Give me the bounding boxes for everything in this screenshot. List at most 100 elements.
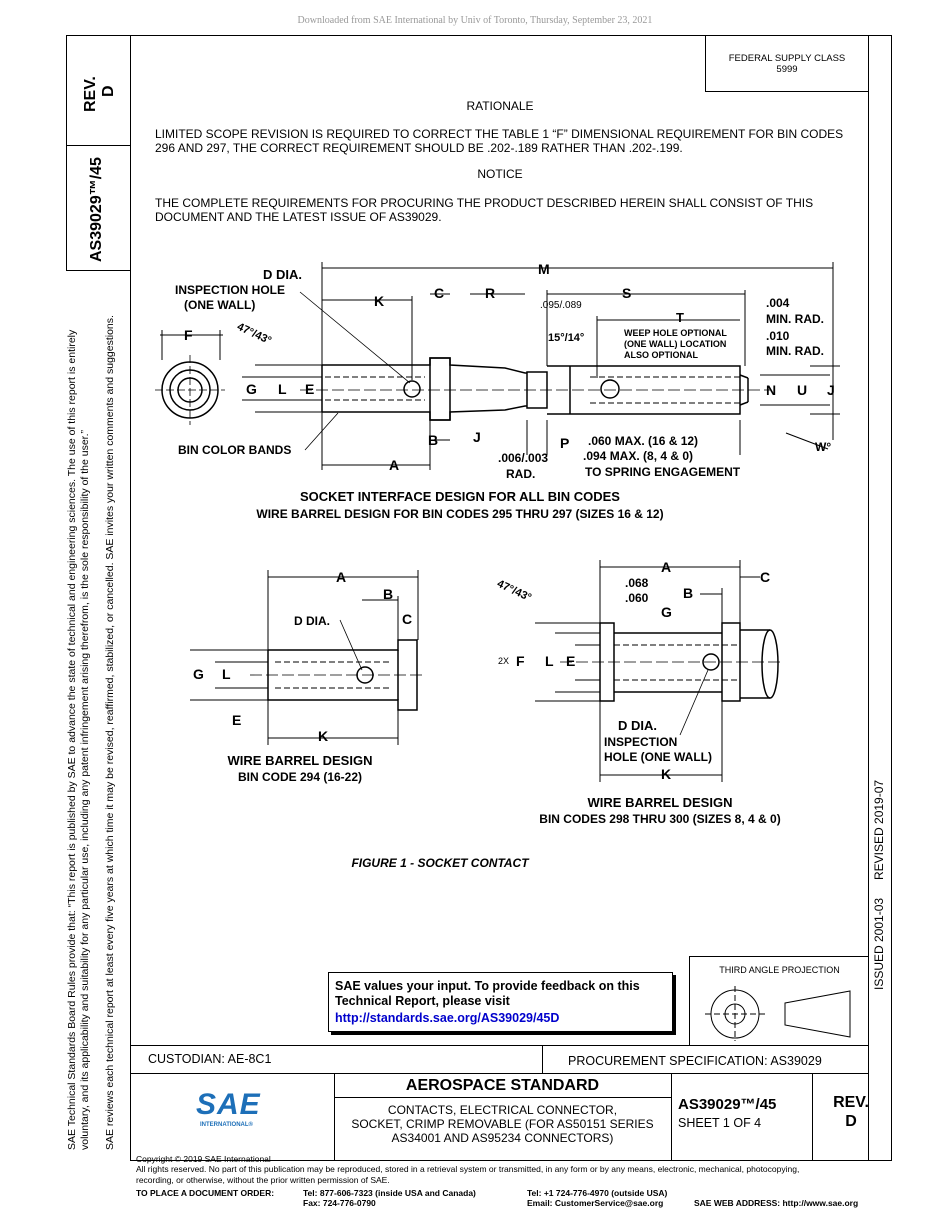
label-max1: .060 MAX. (16 & 12)	[588, 434, 699, 448]
br-label-2x: 2X	[498, 656, 510, 666]
br-label-insp2: HOLE (ONE WALL)	[604, 750, 712, 764]
br-label-insp1: INSPECTION	[604, 735, 678, 749]
feedback-text: SAE values your input. To provide feedba…	[335, 979, 640, 1008]
bl-label-c: C	[402, 611, 413, 627]
label-c: C	[434, 285, 445, 301]
label-j2: J	[473, 429, 481, 445]
br-label-d-dia: D DIA.	[618, 718, 657, 733]
label-spring: TO SPRING ENGAGEMENT	[585, 465, 741, 479]
footer-copyright: Copyright © 2019 SAE International	[136, 1154, 271, 1164]
bl-caption2: BIN CODE 294 (16-22)	[237, 770, 363, 784]
bl-label-g: G	[193, 666, 204, 682]
doc-title3: AS34001 AND AS95234 CONNECTORS)	[391, 1131, 614, 1145]
label-l: L	[278, 381, 287, 397]
federal-value: 5999	[776, 64, 798, 75]
bl-label-a: A	[336, 569, 347, 585]
title-doc-number: AS39029™/45	[678, 1096, 777, 1113]
label-minrad1: MIN. RAD.	[766, 312, 824, 326]
footer-order-label: TO PLACE A DOCUMENT ORDER:	[136, 1188, 275, 1198]
label-rad004: .004	[766, 296, 790, 310]
label-gap: .095/.089	[540, 300, 582, 311]
title-rev-value: D	[845, 1113, 857, 1130]
bl-label-k: K	[318, 728, 329, 744]
label-rad010: .010	[766, 329, 790, 343]
br-caption1: WIRE BARREL DESIGN	[587, 795, 733, 810]
notice-heading: NOTICE	[477, 167, 523, 181]
bl-caption1: WIRE BARREL DESIGN	[227, 753, 373, 768]
label-s: S	[622, 285, 632, 301]
label-inspection2: (ONE WALL)	[184, 298, 256, 312]
label-n: N	[766, 382, 777, 398]
br-label-k: K	[661, 766, 672, 782]
footer-rights2: recording, or otherwise, without the pri…	[136, 1175, 390, 1185]
br-label-l: L	[545, 653, 554, 669]
footer-web: SAE WEB ADDRESS: http://www.sae.org	[694, 1198, 859, 1208]
standard-type: AEROSPACE STANDARD	[405, 1077, 600, 1094]
title-rev-label: REV.	[833, 1094, 869, 1111]
label-f: F	[184, 327, 193, 343]
third-angle-label: THIRD ANGLE PROJECTION	[719, 965, 840, 975]
bl-label-e: E	[232, 712, 242, 728]
federal-supply-box: FEDERAL SUPPLY CLASS 5999	[705, 35, 868, 92]
bl-label-d-dia: D DIA.	[294, 614, 330, 628]
label-p: P	[560, 435, 570, 451]
doc-title1: CONTACTS, ELECTRICAL CONNECTOR,	[387, 1103, 618, 1117]
label-weep1: WEEP HOLE OPTIONAL	[624, 328, 727, 338]
top-caption2: WIRE BARREL DESIGN FOR BIN CODES 295 THR…	[256, 507, 664, 521]
br-label-068: .068	[625, 576, 649, 590]
procurement-spec: PROCUREMENT SPECIFICATION: AS39029	[568, 1054, 822, 1068]
br-label-e: E	[566, 653, 576, 669]
third-angle-symbol	[705, 986, 851, 1041]
feedback-box: SAE values your input. To provide feedba…	[328, 972, 673, 1032]
label-a: A	[389, 457, 400, 473]
label-rad: RAD.	[506, 467, 536, 481]
br-label-b: B	[683, 585, 694, 601]
label-taper: 15°/14°	[548, 332, 585, 344]
label-m: M	[538, 261, 550, 277]
third-angle-box: THIRD ANGLE PROJECTION	[689, 956, 869, 1046]
label-weep2: (ONE WALL) LOCATION	[624, 339, 727, 349]
label-rad006: .006/.003	[498, 451, 549, 465]
label-inspection1: INSPECTION HOLE	[175, 283, 286, 297]
label-r: R	[485, 285, 496, 301]
label-minrad2: MIN. RAD.	[766, 344, 824, 358]
footer-fax: Fax: 724-776-0790	[303, 1198, 376, 1208]
br-label-c: C	[760, 569, 771, 585]
label-w: W°	[815, 440, 832, 454]
label-max2: .094 MAX. (8, 4 & 0)	[583, 449, 694, 463]
footer-tel-us: Tel: 877-606-7323 (inside USA and Canada…	[303, 1188, 476, 1198]
federal-label: FEDERAL SUPPLY CLASS	[728, 53, 846, 64]
sae-logo: SAE INTERNATIONAL®	[196, 1088, 276, 1138]
label-weep3: ALSO OPTIONAL	[624, 350, 698, 360]
br-label-g: G	[661, 604, 672, 620]
label-d-dia: D DIA.	[263, 267, 302, 282]
br-label-f: F	[516, 653, 525, 669]
label-g: G	[246, 381, 257, 397]
label-e: E	[305, 381, 315, 397]
doc-title2: SOCKET, CRIMP REMOVABLE (FOR AS50151 SER…	[351, 1117, 654, 1131]
feedback-link[interactable]: http://standards.sae.org/AS39029/45D	[335, 1011, 560, 1025]
footer-rights1: All rights reserved. No part of this pub…	[136, 1164, 800, 1174]
rationale-heading: RATIONALE	[466, 99, 534, 113]
sae-logo-sub: INTERNATIONAL®	[200, 1122, 253, 1128]
figure-caption: FIGURE 1 - SOCKET CONTACT	[351, 856, 529, 870]
label-u: U	[797, 382, 808, 398]
br-label-a: A	[661, 559, 672, 575]
label-j: J	[827, 382, 835, 398]
bl-label-b: B	[383, 586, 394, 602]
br-caption2: BIN CODES 298 THRU 300 (SIZES 8, 4 & 0)	[539, 812, 781, 826]
label-t: T	[676, 310, 684, 325]
footer-email: Email: CustomerService@sae.org	[527, 1198, 664, 1208]
label-k: K	[374, 293, 385, 309]
footer-tel-out: Tel: +1 724-776-4970 (outside USA)	[527, 1188, 668, 1198]
br-label-060: .060	[625, 591, 649, 605]
label-b: B	[428, 432, 439, 448]
sae-logo-text: SAE	[196, 1088, 261, 1121]
label-bin-bands: BIN COLOR BANDS	[178, 443, 292, 457]
custodian: CUSTODIAN: AE-8C1	[148, 1052, 272, 1066]
notice-text: THE COMPLETE REQUIREMENTS FOR PROCURING …	[155, 196, 814, 224]
top-caption1: SOCKET INTERFACE DESIGN FOR ALL BIN CODE…	[300, 489, 620, 504]
